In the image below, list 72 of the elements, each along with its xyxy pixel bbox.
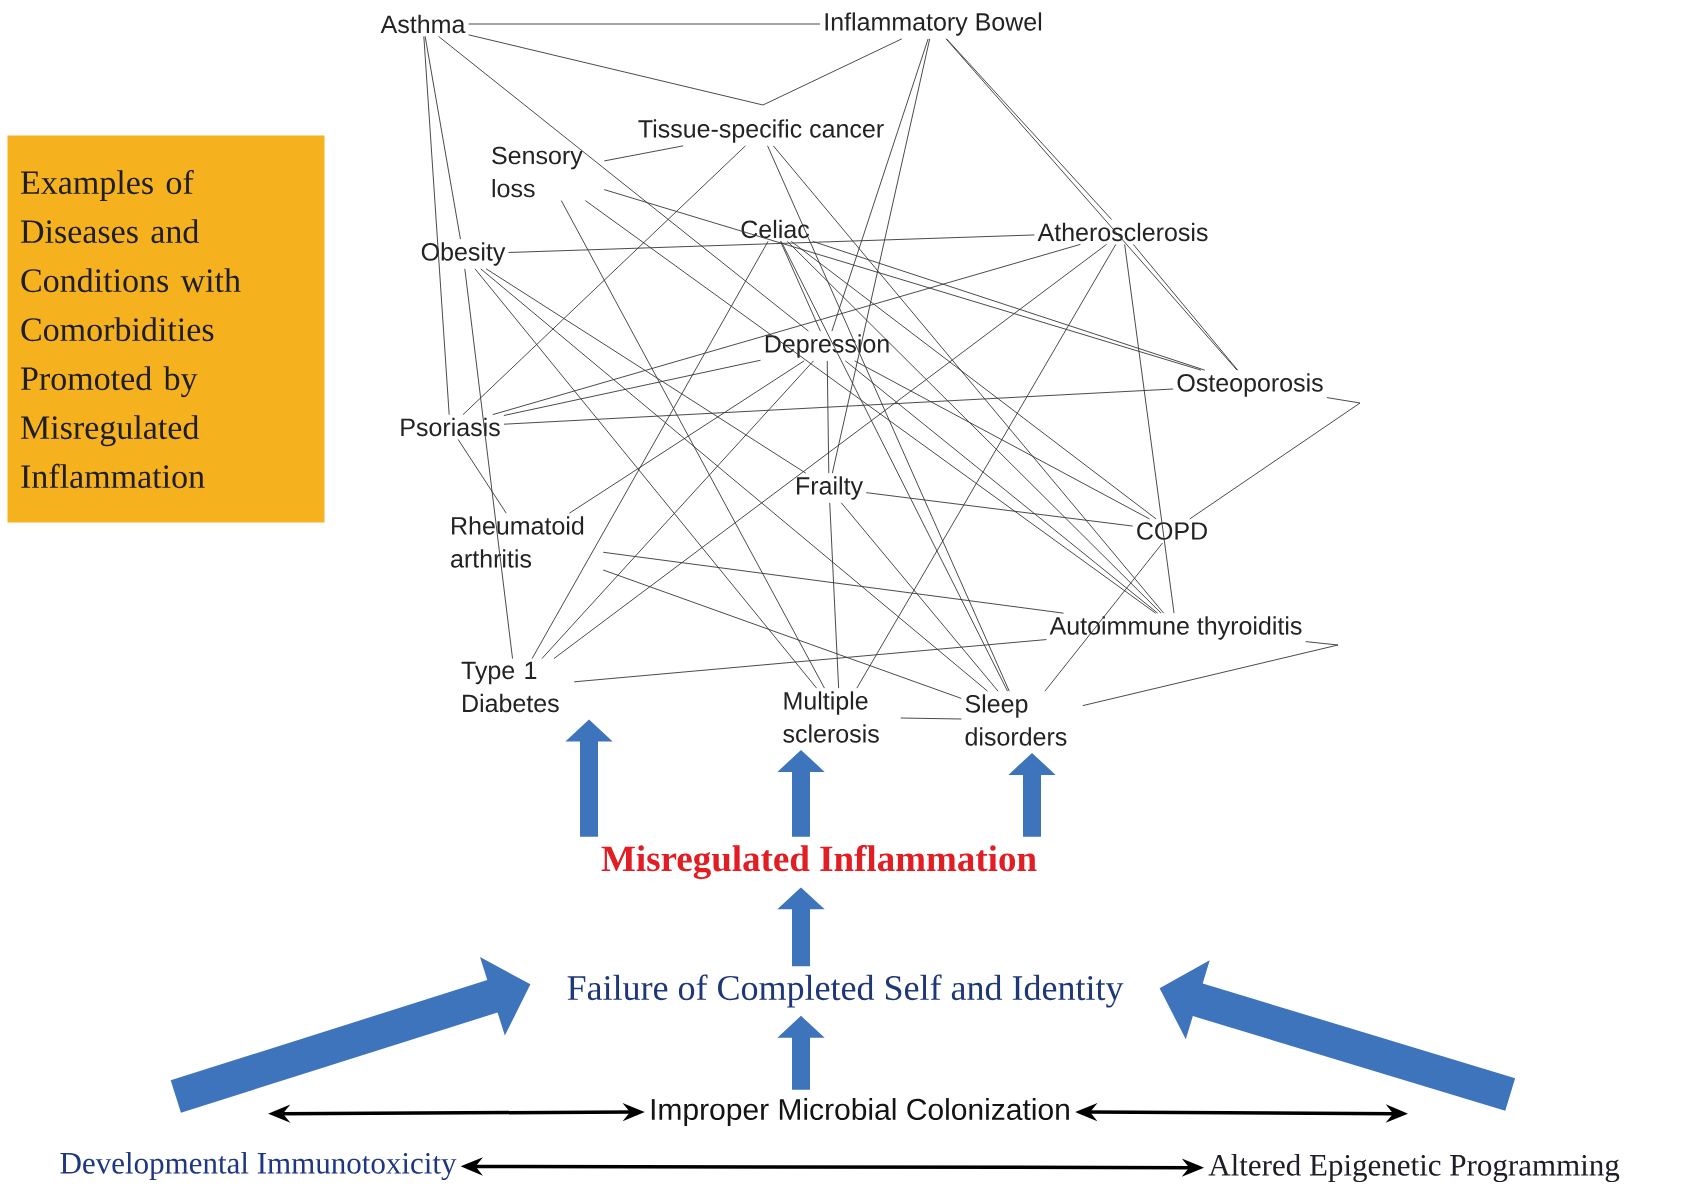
connector-line: [602, 569, 962, 699]
connector-line: [790, 240, 1157, 520]
disease-label: Asthma: [380, 14, 466, 34]
cause-label: Failure of Completed Self and Identity: [567, 974, 1124, 1008]
connector-line: [438, 35, 809, 332]
disease-label: Psoriasis: [401, 417, 500, 437]
connector-line: [573, 639, 1047, 683]
connector-line: [503, 388, 1174, 425]
connector-line: [1132, 243, 1239, 371]
disease-label: Type 1 Diabetes: [461, 661, 559, 713]
connector-line: [826, 360, 830, 474]
connector-line: [865, 492, 1134, 527]
connector-line: [1124, 243, 1175, 614]
cause-label: Improper Microbial Colonization: [651, 1098, 1069, 1126]
connector-line: [900, 717, 962, 720]
disease-label: Atherosclerosis: [1037, 222, 1208, 242]
title-box: Examples of Diseases and Conditions with Comorbidities Promoted by Misregulated Inflammation: [7, 135, 325, 523]
connector-line: [584, 200, 1157, 614]
connector-line: [462, 145, 746, 416]
connector-line: [457, 438, 507, 514]
connector-line: [854, 360, 1150, 520]
connector-line: [786, 240, 1162, 614]
connector-line: [423, 35, 450, 416]
connector-line: [780, 240, 1008, 692]
connector-line: [772, 145, 1165, 614]
connector-line: [840, 502, 999, 692]
cause-label: Developmental Immunotoxicity: [60, 1151, 457, 1181]
disease-label: Sleep disorders: [965, 694, 1067, 746]
disease-label: Autoimmune thyroiditis: [1049, 616, 1302, 640]
connector-line: [829, 502, 840, 689]
connector-line: [1189, 397, 1361, 520]
connector-line: [553, 243, 1107, 660]
connector-line: [856, 243, 1117, 689]
disease-label: Rheumatoid arthritis: [451, 516, 584, 568]
disease-label: Tissue-specific cancer: [638, 119, 884, 143]
connector-line: [844, 360, 1159, 614]
connector-line: [531, 240, 769, 660]
connector-line: [946, 38, 1113, 221]
disease-label: Celiac: [741, 219, 810, 239]
connector-line: [780, 240, 821, 332]
disease-label: Sensory loss: [492, 146, 583, 198]
connector-line: [485, 268, 807, 474]
cause-label: Altered Epigenetic Programming: [1208, 1153, 1620, 1183]
connector-line: [569, 360, 805, 514]
disease-label: Frailty: [797, 476, 863, 500]
connector-line: [603, 189, 1202, 371]
connector-line: [492, 243, 1081, 416]
connector-line: [812, 240, 1206, 371]
connector-line: [464, 268, 513, 660]
connector-line: [831, 38, 931, 474]
connector-line: [480, 268, 988, 692]
connector-line: [831, 38, 929, 332]
connector-line: [603, 145, 684, 162]
connector-line: [508, 234, 1035, 253]
connector-line: [560, 200, 825, 689]
connector-line: [541, 360, 814, 660]
connector-line: [468, 23, 821, 25]
disease-label: Inflammatory Bowel: [825, 12, 1042, 36]
connector-line: [468, 34, 903, 106]
connector-line: [503, 359, 762, 416]
disease-label: Multiple sclerosis: [783, 691, 879, 743]
disease-label: Osteoporosis: [1177, 373, 1323, 397]
disease-label: COPD: [1137, 522, 1207, 540]
connector-line: [474, 268, 818, 689]
disease-label: Obesity: [421, 242, 506, 266]
connector-line: [602, 551, 1065, 614]
connector-line: [424, 35, 461, 240]
connector-line: [1044, 542, 1163, 692]
connector-line: [1082, 641, 1339, 707]
cause-label: Misregulated Inflammation: [601, 844, 1037, 880]
connector-line: [767, 145, 1010, 692]
connector-line: [945, 38, 1238, 371]
